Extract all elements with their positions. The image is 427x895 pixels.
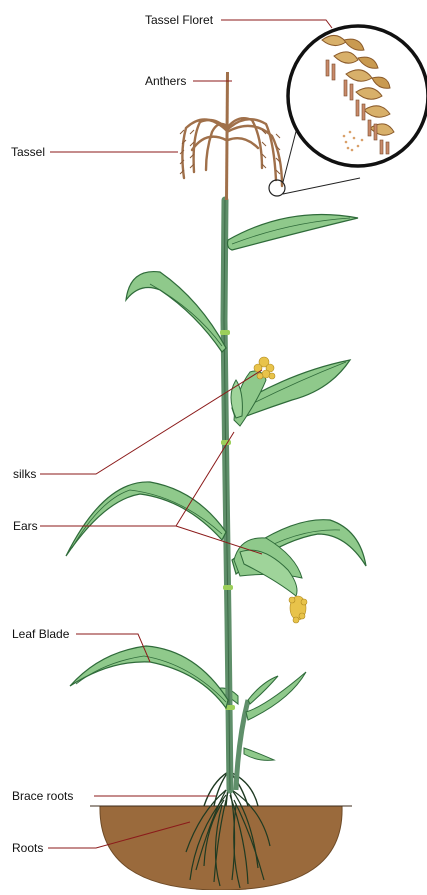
leader-lines xyxy=(40,20,332,848)
tassel-spike xyxy=(225,72,229,200)
label-tassel-floret: Tassel Floret xyxy=(145,13,213,27)
label-leaf-blade: Leaf Blade xyxy=(12,627,69,641)
tassel-floret-closeup xyxy=(288,26,427,166)
magnify-point xyxy=(269,180,285,196)
lower-ear xyxy=(234,538,307,623)
label-ears: Ears xyxy=(13,519,38,533)
silks-lower xyxy=(289,596,307,623)
tassel-branches xyxy=(182,118,282,186)
soil xyxy=(100,806,342,890)
label-brace-roots: Brace roots xyxy=(12,789,73,803)
label-tassel: Tassel xyxy=(11,145,45,159)
silks-upper xyxy=(254,357,275,379)
label-silks: silks xyxy=(13,467,36,481)
label-roots: Roots xyxy=(12,841,43,855)
label-anthers: Anthers xyxy=(145,74,186,88)
